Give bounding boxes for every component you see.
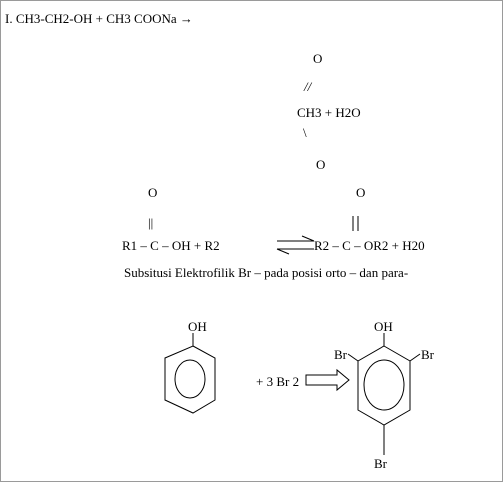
block-arrow-icon bbox=[305, 368, 350, 392]
product-oh-label: OH bbox=[374, 319, 393, 334]
oxygen-top-label: O bbox=[313, 51, 323, 66]
ester-left-oxygen: O bbox=[148, 185, 158, 200]
reaction-equation: I. CH3-CH2-OH + CH3 COONa → bbox=[5, 11, 193, 26]
single-bond-glyph: \ bbox=[303, 125, 307, 140]
ester-right-oxygen: O bbox=[356, 185, 366, 200]
double-bond-glyph: // bbox=[304, 79, 312, 94]
ester-left-formula: R1 – C – OH + R2 bbox=[122, 238, 220, 253]
para-br-label: Br bbox=[374, 456, 387, 471]
ester-left-double-bond: || bbox=[148, 215, 154, 230]
bromine-reagent: + 3 Br 2 bbox=[256, 374, 300, 389]
ortho-br-right-label: Br bbox=[421, 347, 434, 362]
tribromophenol-ring-icon bbox=[347, 333, 421, 455]
phenol-ring-icon bbox=[164, 333, 216, 414]
oxygen-bottom-label: O bbox=[316, 157, 326, 172]
equilibrium-arrows-icon bbox=[276, 235, 315, 255]
product-formula: CH3 + H2O bbox=[297, 105, 361, 120]
ortho-br-left-label: Br bbox=[334, 347, 347, 362]
ester-right-formula: R2 – C – OR2 + H20 bbox=[314, 238, 425, 253]
phenol-oh-label: OH bbox=[188, 319, 207, 334]
substitution-heading: Subsitusi Elektrofilik Br – pada posisi … bbox=[124, 265, 409, 280]
reaction-bond-line bbox=[307, 133, 317, 135]
